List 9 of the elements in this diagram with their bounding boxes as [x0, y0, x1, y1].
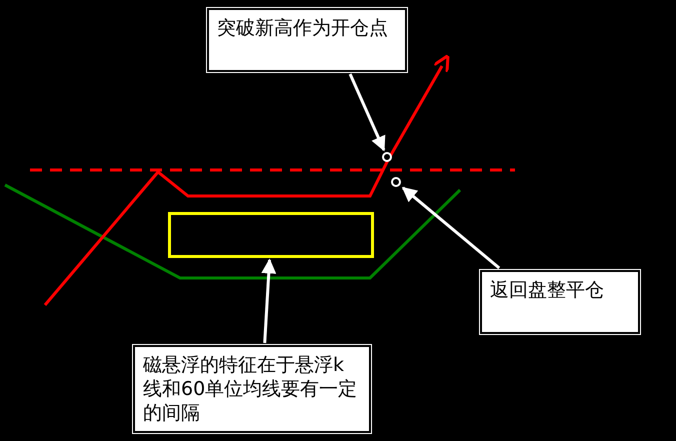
- callout-box: 突破新高作为开仓点: [207, 8, 407, 72]
- arrow: [348, 73, 386, 152]
- point-marker: [382, 152, 392, 162]
- arrow: [402, 186, 500, 270]
- highlight-rectangle: [168, 212, 374, 258]
- arrow: [261, 258, 276, 344]
- point-marker: [391, 177, 401, 187]
- callout-box: 返回盘整平仓: [480, 270, 640, 334]
- callout-box: 磁悬浮的特征在于悬浮k线和60单位均线要有一定的间隔: [133, 345, 371, 433]
